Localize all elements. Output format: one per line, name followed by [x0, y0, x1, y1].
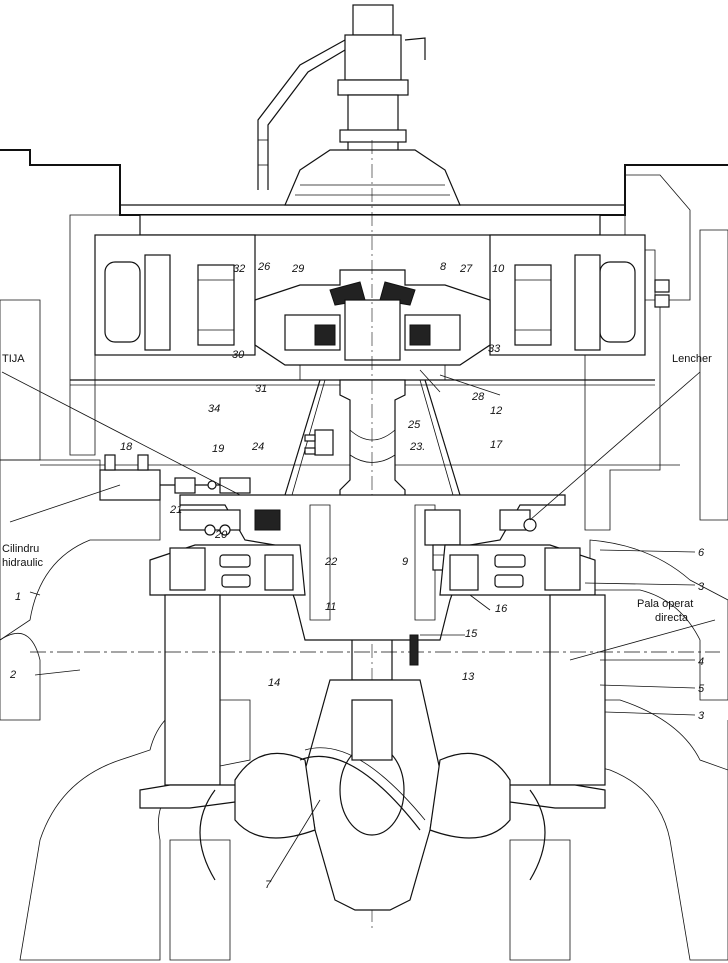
discharge-ring: [139, 784, 606, 881]
wicket-gates: [30, 594, 720, 786]
label-29: 29: [291, 263, 304, 275]
stay-ring-left: [149, 544, 306, 596]
label-27: 27: [459, 263, 473, 275]
label-25: 25: [407, 419, 421, 431]
lower-bracket: [284, 379, 461, 496]
exciter-assembly: [284, 4, 461, 206]
label-1: 1: [15, 591, 21, 603]
label-directa: directa: [655, 612, 689, 624]
label-22: 22: [324, 556, 337, 568]
label-20: 20: [214, 529, 228, 541]
label-hidraulic: hidraulic: [2, 557, 43, 569]
label-31: 31: [255, 383, 267, 395]
stator-left: [197, 264, 235, 346]
concrete-right-lower: [509, 539, 728, 961]
label-11: 11: [325, 601, 336, 613]
label-33: 33: [488, 343, 501, 355]
label-30: 30: [232, 349, 245, 361]
stator-right: [514, 264, 552, 346]
label-12: 12: [490, 405, 502, 417]
label-2: 2: [9, 669, 16, 681]
label-cilindru: Cilindru: [2, 543, 39, 555]
handrail: [257, 37, 426, 190]
regulating-ring: [179, 509, 537, 536]
label-9: 9: [402, 556, 408, 568]
label-3-lower: 3: [698, 710, 705, 722]
label-pala-operat: Pala operat: [637, 598, 693, 610]
label-7: 7: [265, 879, 272, 891]
label-tija: TIJA: [2, 353, 25, 365]
label-18: 18: [120, 441, 133, 453]
label-17: 17: [490, 439, 503, 451]
label-32: 32: [233, 263, 245, 275]
label-14: 14: [268, 677, 280, 689]
leader-lines: [1, 369, 716, 883]
label-10: 10: [492, 263, 505, 275]
label-8: 8: [440, 261, 447, 273]
label-19: 19: [212, 443, 224, 455]
label-26: 26: [257, 261, 271, 273]
label-21: 21: [169, 504, 182, 516]
label-16: 16: [495, 603, 508, 615]
rotor-spider: [254, 269, 491, 380]
label-5: 5: [698, 683, 705, 695]
runner: [234, 634, 511, 911]
label-lencher: Lencher: [672, 353, 712, 365]
label-4: 4: [698, 656, 704, 668]
label-15: 15: [465, 628, 478, 640]
hydraulic-cylinder: [99, 454, 251, 501]
label-24: 24: [251, 441, 264, 453]
label-3-upper: 3: [698, 581, 705, 593]
label-34: 34: [208, 403, 220, 415]
stay-ring-right: [439, 544, 596, 596]
generator-housing: [94, 214, 670, 356]
label-28: 28: [471, 391, 485, 403]
label-23: 23.: [409, 441, 425, 453]
label-13: 13: [462, 671, 475, 683]
label-6: 6: [698, 547, 705, 559]
